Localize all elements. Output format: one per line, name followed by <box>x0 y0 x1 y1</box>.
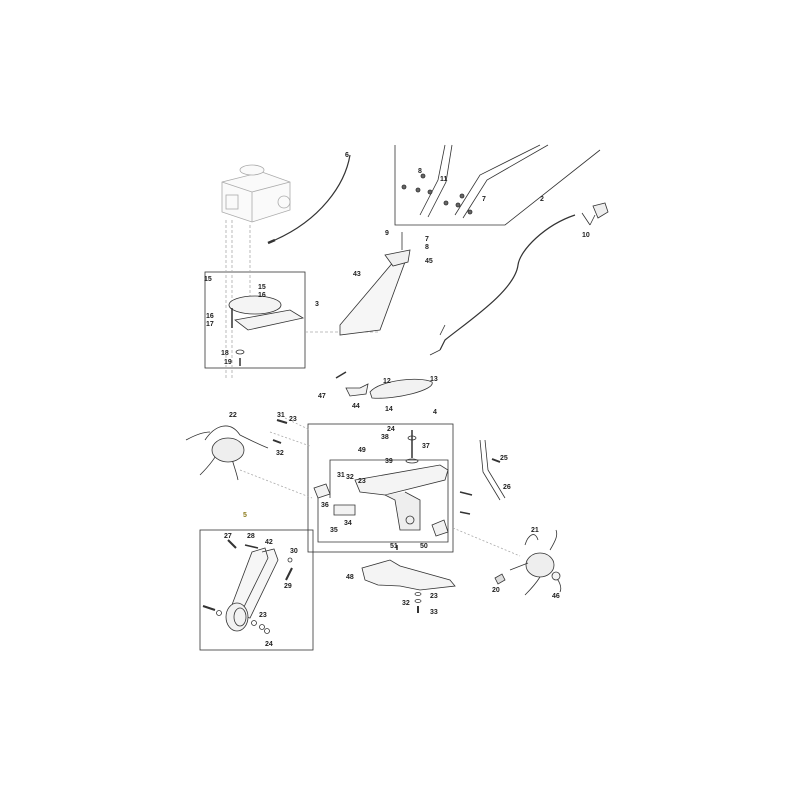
part-label-32: 32 <box>276 450 284 457</box>
part-label-35: 35 <box>330 527 338 534</box>
part-label-3: 3 <box>315 301 319 308</box>
part-label-12: 12 <box>383 378 391 385</box>
part-label-7: 7 <box>425 236 429 243</box>
part-label-32: 32 <box>346 474 354 481</box>
part-label-32: 32 <box>402 600 410 607</box>
part-label-11: 11 <box>440 176 448 183</box>
skid-48 <box>361 559 456 591</box>
part-label-19: 19 <box>224 359 232 366</box>
part-label-25: 25 <box>500 455 508 462</box>
part-label-8: 8 <box>425 244 429 251</box>
part-label-47: 47 <box>318 393 326 400</box>
handle-assembly-box <box>394 145 601 226</box>
part-label-17: 17 <box>206 321 214 328</box>
part-label-48: 48 <box>346 574 354 581</box>
part-label-39: 39 <box>385 458 393 465</box>
part-label-16: 16 <box>258 292 266 299</box>
tine-21 <box>509 529 562 596</box>
handle-bars <box>419 144 549 219</box>
part-label-42: 42 <box>265 539 273 546</box>
part-label-23: 23 <box>289 416 297 423</box>
part-label-37: 37 <box>422 443 430 450</box>
part-label-24: 24 <box>265 641 273 648</box>
cable-10 <box>439 214 576 351</box>
part-label-15: 15 <box>258 284 266 291</box>
part-label-4: 4 <box>433 409 437 416</box>
wheel <box>225 602 249 632</box>
part-label-44: 44 <box>352 403 360 410</box>
engine-mount-box <box>204 271 306 369</box>
part-label-22: 22 <box>229 412 237 419</box>
wheel-assembly-box <box>199 529 314 651</box>
part-label-49: 49 <box>358 447 366 454</box>
part-label-30: 30 <box>290 548 298 555</box>
engine-drawing <box>221 164 291 223</box>
part-label-27: 27 <box>224 533 232 540</box>
part-label-33: 33 <box>430 609 438 616</box>
part-label-15: 15 <box>204 276 212 283</box>
part-label-31: 31 <box>277 412 285 419</box>
cable-6 <box>274 154 351 241</box>
tine-22 <box>185 425 269 481</box>
part-label-7: 7 <box>482 196 486 203</box>
part-label-38: 38 <box>381 434 389 441</box>
part-label-2: 2 <box>540 196 544 203</box>
frame-body <box>354 464 449 496</box>
part-label-28: 28 <box>247 533 255 540</box>
part-label-43: 43 <box>353 271 361 278</box>
part-label-24: 24 <box>387 426 395 433</box>
part-label-23: 23 <box>259 612 267 619</box>
part-label-20: 20 <box>492 587 500 594</box>
part-label-13: 13 <box>430 376 438 383</box>
part-label-29: 29 <box>284 583 292 590</box>
part-label-23: 23 <box>358 478 366 485</box>
part-label-51: 51 <box>390 543 398 550</box>
part-label-5: 5 <box>243 512 247 519</box>
part-label-36: 36 <box>321 502 329 509</box>
handle-column-43 <box>339 259 406 336</box>
part-label-50: 50 <box>420 543 428 550</box>
part-label-26: 26 <box>503 484 511 491</box>
belt-guard-12 <box>369 378 433 399</box>
part-label-45: 45 <box>425 258 433 265</box>
part-label-8: 8 <box>418 168 422 175</box>
part-label-16: 16 <box>206 313 214 320</box>
sub-frame-box <box>317 459 449 543</box>
part-label-34: 34 <box>344 520 352 527</box>
part-label-31: 31 <box>337 472 345 479</box>
part-label-23: 23 <box>430 593 438 600</box>
part-label-46: 46 <box>552 593 560 600</box>
part-label-9: 9 <box>385 230 389 237</box>
part-label-18: 18 <box>221 350 229 357</box>
part-label-21: 21 <box>531 527 539 534</box>
part-label-10: 10 <box>582 232 590 239</box>
part-label-14: 14 <box>385 406 393 413</box>
frame-assembly-box <box>307 423 454 553</box>
part-label-6: 6 <box>345 152 349 159</box>
lever-26 <box>479 439 506 501</box>
